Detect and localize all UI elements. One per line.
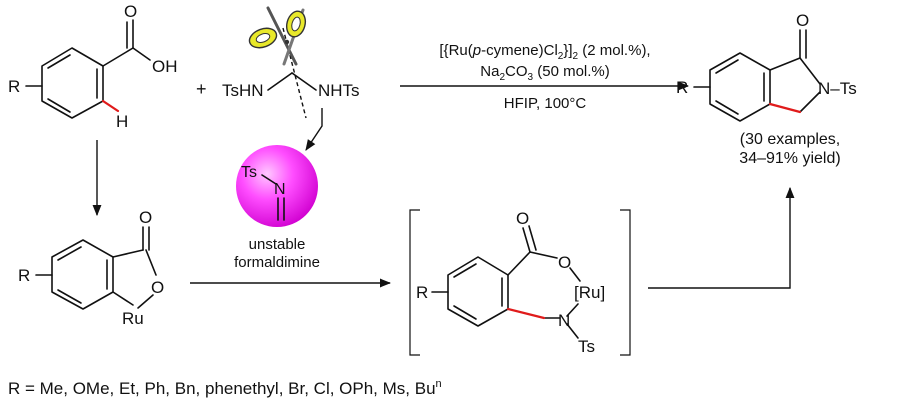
insertion-ts-label: Ts [578, 337, 595, 356]
solvent-temperature-condition: HFIP, 100°C [504, 95, 587, 112]
ruthenacycle-intermediate-structure: O O Ru R [18, 208, 164, 328]
sphere-ts-label: Ts [241, 164, 257, 181]
base-condition: Na2CO3 (50 mol.%) [480, 63, 610, 83]
hydroxyl-label: OH [152, 57, 178, 76]
tshn-label: TsHN [222, 81, 264, 100]
r-group-definition: R = Me, OMe, Et, Ph, Bn, phenethyl, Br, … [8, 378, 442, 398]
catalyst-condition: [{Ru(p-cymene)Cl2}]2 (2 mol.%), [439, 42, 650, 62]
formaldimine-label: formaldimine [234, 254, 320, 271]
insertion-carbonyl-oxygen: O [516, 209, 529, 228]
product-n-ts-label: N–Ts [818, 79, 857, 98]
r-substituent-label: R [8, 77, 20, 96]
yield-range: 34–91% yield) [739, 150, 840, 167]
benzoic-acid-structure: O OH H R [8, 2, 178, 131]
ortho-hydrogen-label: H [116, 112, 128, 131]
sphere-n-label: N [274, 181, 286, 198]
product-oxygen-label: O [796, 11, 809, 30]
bracketed-insertion-intermediate: O O [Ru] N Ts R [409, 209, 631, 356]
ruthenacycle-ring-oxygen: O [151, 278, 164, 297]
product-r-label: R [676, 78, 688, 97]
insertion-ring-oxygen: O [558, 253, 571, 272]
insertion-r-label: R [416, 283, 428, 302]
insertion-ru-label: [Ru] [574, 283, 605, 302]
scissors-icon [248, 6, 307, 66]
bis-tosyl-aminal-structure: TsHN NHTs [222, 27, 360, 119]
ruthenacycle-r-label: R [18, 266, 30, 285]
insertion-n-label: N [558, 311, 570, 330]
unstable-label: unstable [249, 236, 306, 253]
nhts-label: NHTs [318, 81, 360, 100]
formaldimine-sphere: Ts N [236, 145, 318, 227]
carbonyl-oxygen-label: O [124, 2, 137, 21]
examples-count: (30 examples, [740, 131, 841, 148]
ruthenacycle-carbonyl-oxygen: O [139, 208, 152, 227]
isoindolinone-product-structure: O N–Ts R [676, 11, 857, 122]
ruthenacycle-ru-label: Ru [122, 309, 144, 328]
plus-sign: + [196, 79, 207, 99]
